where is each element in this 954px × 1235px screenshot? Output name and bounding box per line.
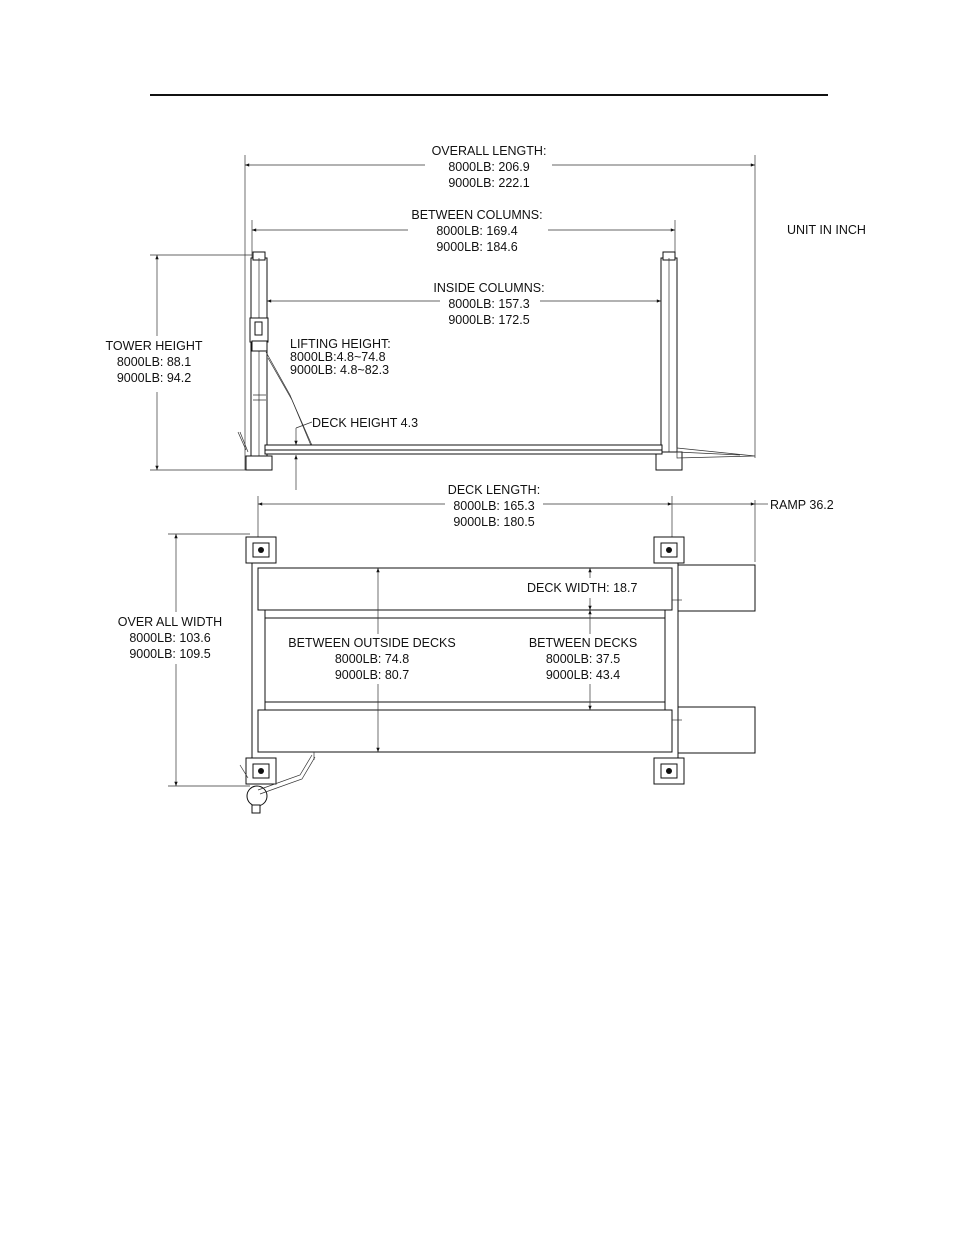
inside-columns-8000: 8000LB: 157.3 bbox=[448, 297, 529, 311]
top-view bbox=[168, 496, 768, 814]
lifting-height-8000: 8000LB:4.8~74.8 bbox=[290, 350, 386, 364]
deck-length-9000: 9000LB: 180.5 bbox=[453, 515, 534, 529]
overall-width-9000: 9000LB: 109.5 bbox=[129, 647, 210, 661]
between-outside-decks-8000: 8000LB: 74.8 bbox=[335, 652, 409, 666]
power-unit bbox=[246, 785, 268, 807]
deck-top-lower bbox=[257, 709, 673, 753]
drip-tray bbox=[264, 609, 666, 711]
deck-height-label: DECK HEIGHT 4.3 bbox=[312, 416, 418, 430]
ramp-side bbox=[676, 447, 756, 459]
side-view bbox=[150, 155, 756, 490]
between-columns-8000: 8000LB: 169.4 bbox=[436, 224, 517, 238]
ramp-top-lower bbox=[677, 706, 756, 754]
inside-columns-9000: 9000LB: 172.5 bbox=[448, 313, 529, 327]
unit-note: UNIT IN INCH bbox=[787, 223, 866, 237]
deck-length-label: DECK LENGTH: bbox=[448, 483, 540, 497]
ramp-label: RAMP 36.2 bbox=[770, 498, 834, 512]
tower-height-8000: 8000LB: 88.1 bbox=[117, 355, 191, 369]
overall-length-label: OVERALL LENGTH: bbox=[432, 144, 547, 158]
deck-width-label: DECK WIDTH: 18.7 bbox=[527, 581, 637, 595]
between-decks-8000: 8000LB: 37.5 bbox=[546, 652, 620, 666]
overall-length-8000: 8000LB: 206.9 bbox=[448, 160, 529, 174]
inside-columns-label: INSIDE COLUMNS: bbox=[433, 281, 544, 295]
dimension-labels: OVERALL LENGTH: 8000LB: 206.9 9000LB: 22… bbox=[106, 144, 638, 682]
tower-height-9000: 9000LB: 94.2 bbox=[117, 371, 191, 385]
tower-height-label: TOWER HEIGHT bbox=[106, 339, 203, 353]
lifting-height-label: LIFTING HEIGHT: bbox=[290, 337, 391, 351]
post-bottom-left bbox=[245, 757, 277, 785]
deck-length-8000: 8000LB: 165.3 bbox=[453, 499, 534, 513]
overall-width-label: OVER ALL WIDTH bbox=[118, 615, 222, 629]
ramp-top-upper bbox=[677, 564, 756, 612]
deck-top-upper bbox=[257, 567, 673, 611]
overall-length-9000: 9000LB: 222.1 bbox=[448, 176, 529, 190]
overall-width-8000: 8000LB: 103.6 bbox=[129, 631, 210, 645]
dimension-labels-left: LIFTING HEIGHT: 8000LB:4.8~74.8 9000LB: … bbox=[290, 223, 866, 595]
post-bottom-right bbox=[653, 757, 685, 785]
between-columns-label: BETWEEN COLUMNS: bbox=[411, 208, 542, 222]
lifting-height-9000: 9000LB: 4.8~82.3 bbox=[290, 363, 389, 377]
post-top-right bbox=[653, 536, 685, 564]
between-outside-decks-9000: 9000LB: 80.7 bbox=[335, 668, 409, 682]
between-decks-9000: 9000LB: 43.4 bbox=[546, 668, 620, 682]
between-columns-9000: 9000LB: 184.6 bbox=[436, 240, 517, 254]
between-decks-label: BETWEEN DECKS bbox=[529, 636, 637, 650]
post-top-left bbox=[245, 536, 277, 564]
between-outside-decks-label: BETWEEN OUTSIDE DECKS bbox=[288, 636, 455, 650]
